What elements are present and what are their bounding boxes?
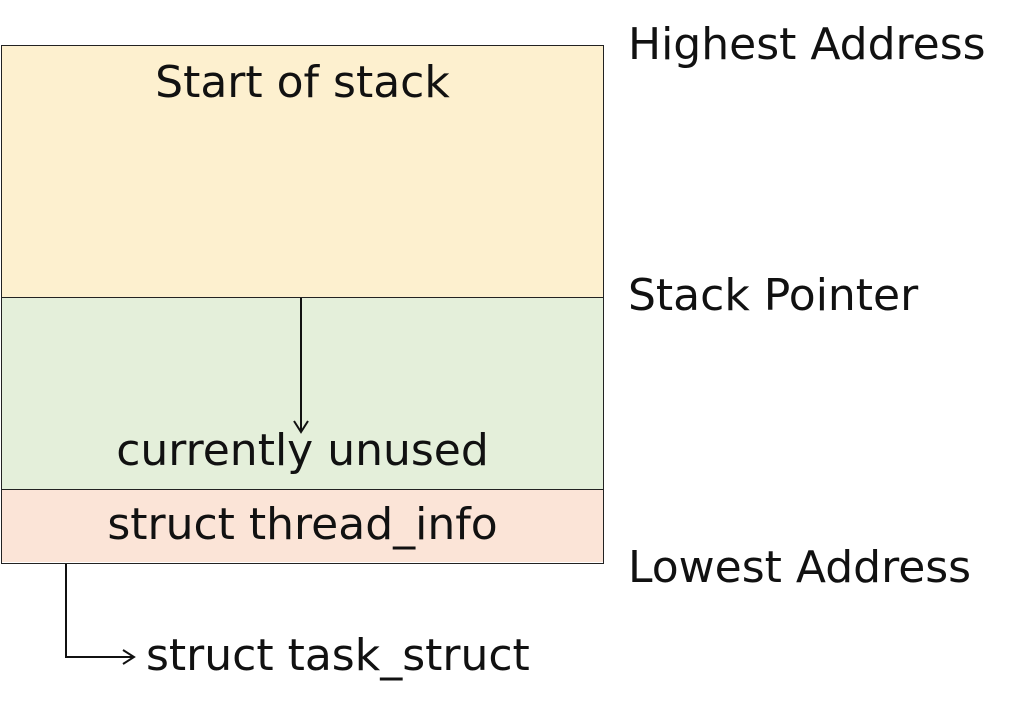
kernel-stack-diagram: Start of stack currently unused struct t… xyxy=(1,45,604,564)
thread-info-label: struct thread_info xyxy=(107,499,498,550)
currently-unused-region: currently unused xyxy=(2,298,603,490)
start-of-stack-region: Start of stack xyxy=(2,46,603,298)
currently-unused-label: currently unused xyxy=(116,425,489,476)
task-struct-pointer-arrow xyxy=(65,564,136,665)
thread-info-region: struct thread_info xyxy=(2,490,603,562)
start-of-stack-label: Start of stack xyxy=(155,57,450,108)
lowest-address-label: Lowest Address xyxy=(628,542,972,593)
stack-pointer-label: Stack Pointer xyxy=(628,270,919,321)
task-struct-label: struct task_struct xyxy=(146,630,530,681)
highest-address-label: Highest Address xyxy=(628,19,986,70)
